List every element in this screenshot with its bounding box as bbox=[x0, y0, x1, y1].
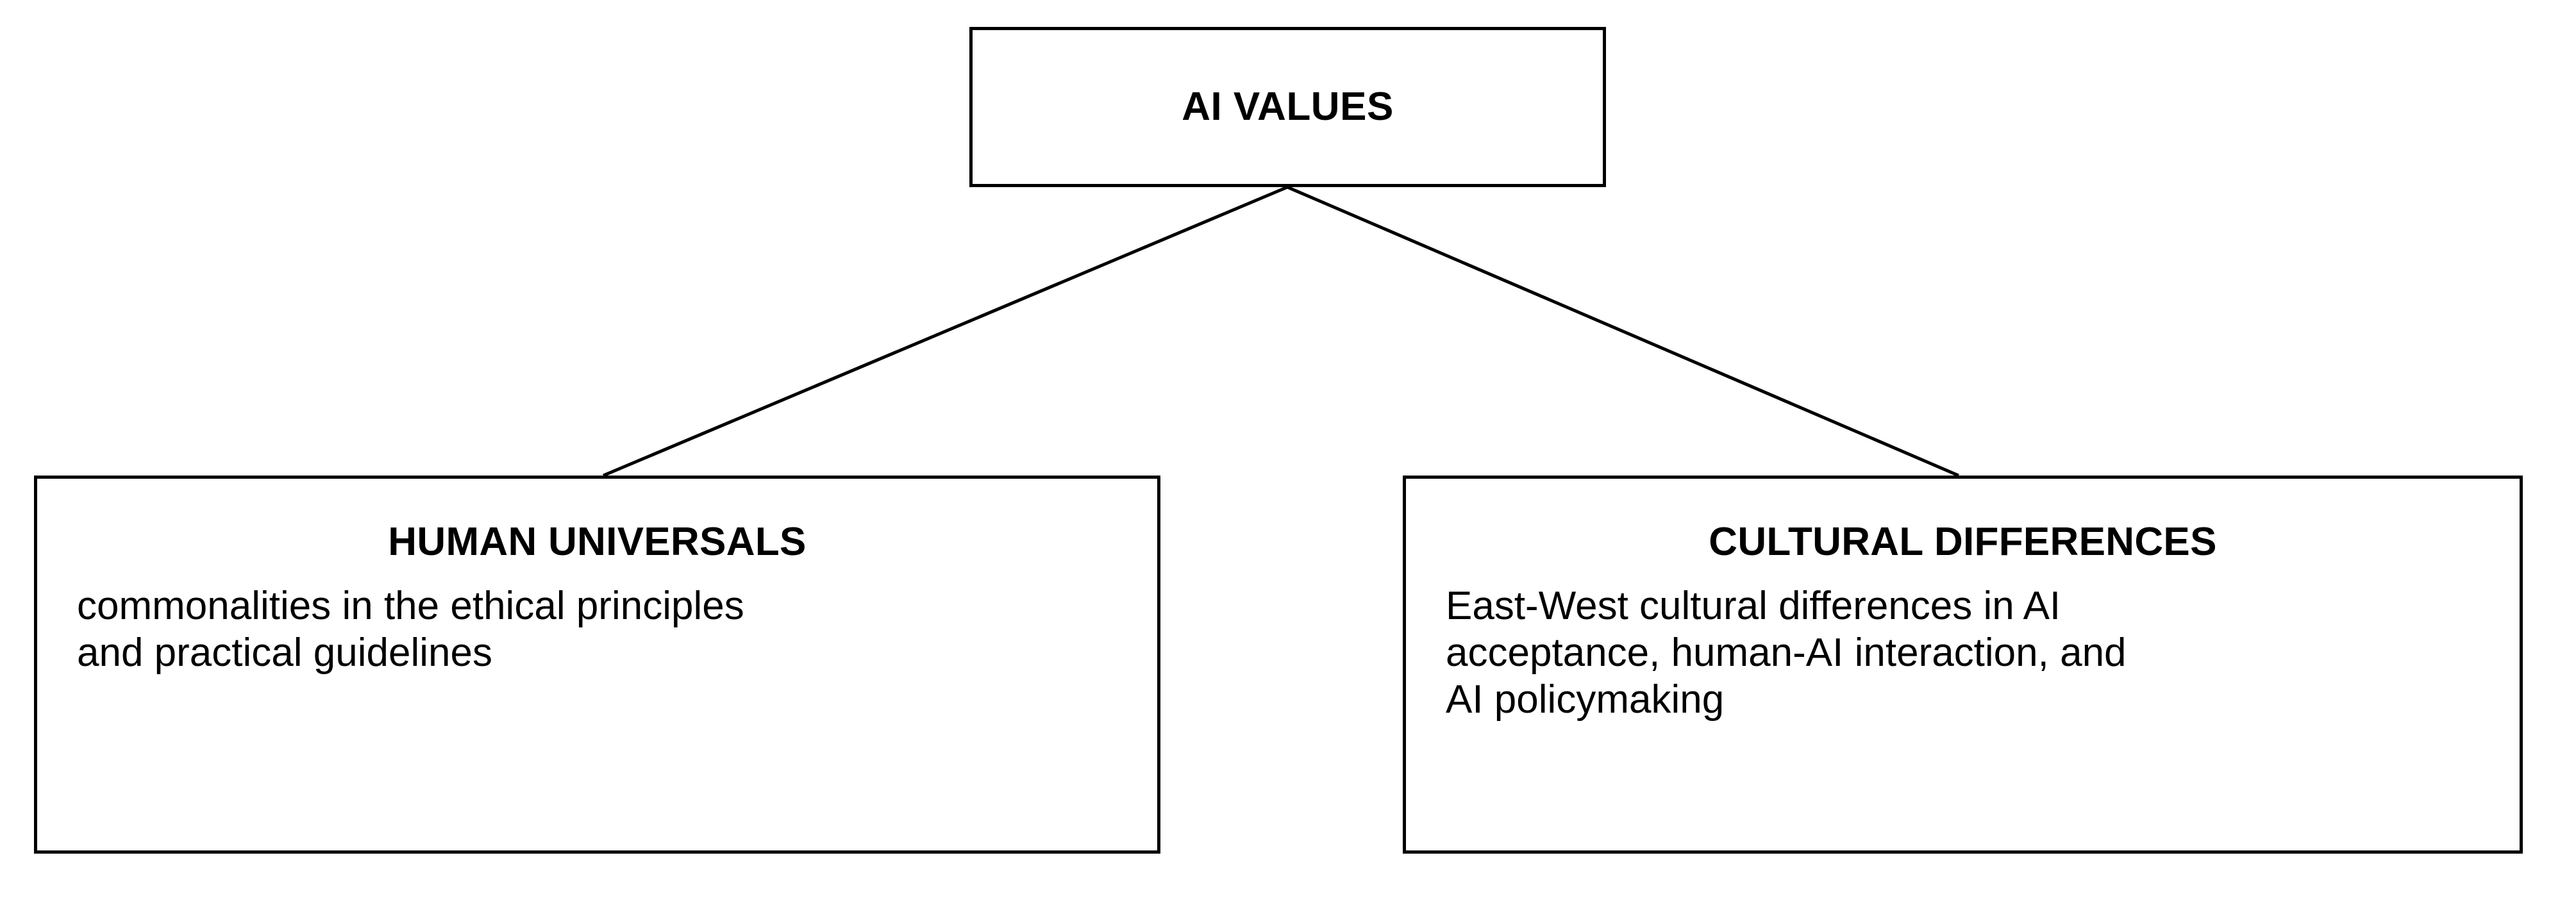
node-cultural-differences-content: CULTURAL DIFFERENCES East-West cultural … bbox=[1406, 522, 2520, 723]
node-ai-values-title: AI VALUES bbox=[1182, 85, 1394, 129]
node-cultural-differences: CULTURAL DIFFERENCES East-West cultural … bbox=[1403, 476, 2523, 854]
node-cultural-differences-title: CULTURAL DIFFERENCES bbox=[1709, 520, 2217, 564]
body-line: acceptance, human-AI interaction, and bbox=[1446, 631, 2127, 675]
node-human-universals-content: HUMAN UNIVERSALS commonalities in the et… bbox=[37, 522, 1157, 676]
node-human-universals-title: HUMAN UNIVERSALS bbox=[388, 520, 807, 564]
node-human-universals: HUMAN UNIVERSALS commonalities in the et… bbox=[34, 476, 1160, 854]
connector-root-to-right bbox=[1287, 185, 1959, 477]
node-human-universals-body: commonalities in the ethical principles … bbox=[77, 583, 1117, 676]
body-line: East-West cultural differences in AI bbox=[1446, 584, 2061, 628]
body-line: and practical guidelines bbox=[77, 631, 492, 675]
connector-root-to-left bbox=[603, 185, 1288, 477]
body-line: commonalities in the ethical principles bbox=[77, 584, 744, 628]
node-ai-values: AI VALUES bbox=[969, 27, 1606, 187]
body-line: AI policymaking bbox=[1446, 677, 1725, 722]
node-cultural-differences-body: East-West cultural differences in AI acc… bbox=[1446, 583, 2480, 723]
